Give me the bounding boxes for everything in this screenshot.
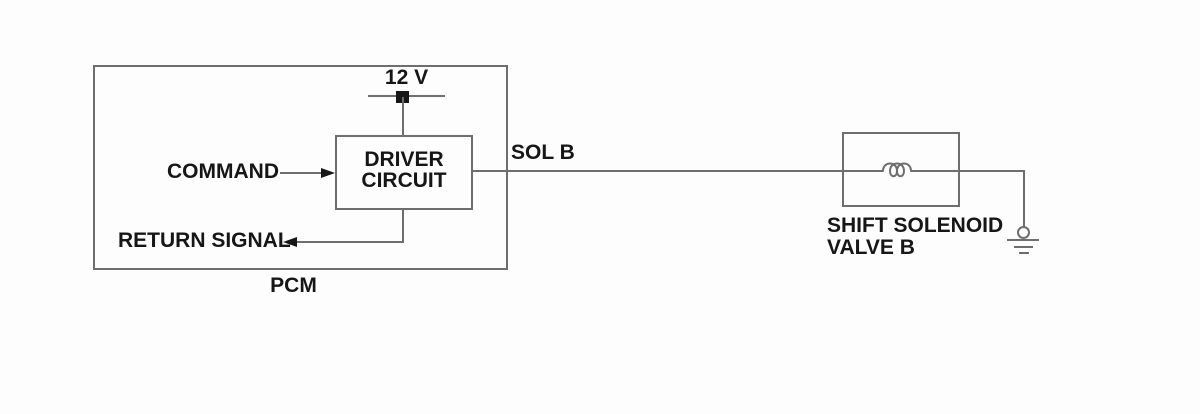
return-signal-arrowhead-icon bbox=[283, 237, 297, 247]
pcm-label: PCM bbox=[270, 274, 317, 297]
driver-circuit-box bbox=[335, 135, 473, 210]
return-signal-wire-vertical bbox=[402, 210, 404, 243]
sol-b-wire-right bbox=[917, 170, 1025, 172]
sol-b-wire-left bbox=[473, 170, 883, 172]
shift-solenoid-box bbox=[842, 132, 960, 207]
return-signal-label: RETURN SIGNAL bbox=[118, 229, 291, 252]
command-wire bbox=[280, 172, 322, 174]
ground-bar-3 bbox=[1019, 252, 1029, 254]
shift-solenoid-label-line1: SHIFT SOLENOID bbox=[827, 214, 1004, 237]
shift-solenoid-label: SHIFT SOLENOID VALVE B bbox=[827, 215, 1003, 259]
shift-solenoid-label-line2: VALVE B bbox=[827, 236, 915, 259]
sol-b-wire-label: SOL B bbox=[511, 141, 575, 164]
ground-bar-1 bbox=[1007, 239, 1039, 241]
command-label: COMMAND bbox=[167, 160, 279, 183]
ground-wire bbox=[1023, 170, 1025, 227]
solenoid-coil-icon bbox=[879, 162, 921, 178]
command-arrowhead-icon bbox=[321, 168, 335, 178]
ground-terminal-circle bbox=[1017, 226, 1030, 239]
return-signal-wire-horizontal bbox=[296, 241, 404, 243]
driver-circuit-label-line1: DRIVER bbox=[364, 148, 444, 171]
supply-voltage-label: 12 V bbox=[384, 66, 429, 89]
driver-circuit-label-line2: CIRCUIT bbox=[361, 169, 447, 192]
supply-wire bbox=[402, 97, 404, 135]
driver-circuit-label: DRIVER CIRCUIT bbox=[335, 149, 473, 191]
ground-bar-2 bbox=[1014, 246, 1033, 248]
pcm-box bbox=[93, 65, 508, 270]
